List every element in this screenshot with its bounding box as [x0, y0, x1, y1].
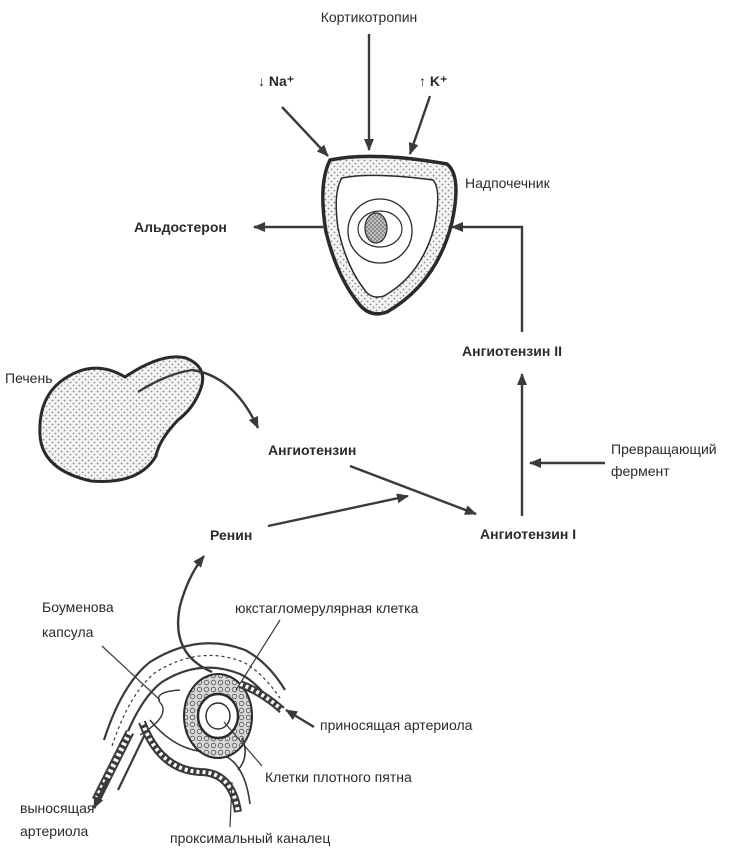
- label-corticotropin: Кортикотропин: [321, 9, 418, 25]
- arrow-angiotensin-ii-to-adrenal: [452, 227, 522, 332]
- label-adrenal: Надпочечник: [465, 175, 551, 191]
- label-converting-enzyme-line1: Превращающий: [611, 441, 717, 457]
- arrow-kidney-to-renin: [178, 556, 212, 672]
- arrow-renin: [268, 496, 408, 526]
- adrenal-core: [365, 213, 387, 243]
- arrow-afferent: [286, 710, 314, 727]
- label-proximal-tubule: проксимальный каналец: [170, 830, 330, 846]
- label-angiotensin-ii: Ангиотензин II: [462, 343, 562, 359]
- label-liver: Печень: [5, 370, 53, 386]
- label-bowman-line1: Боуменова: [42, 599, 114, 615]
- label-juxtaglomerular-cell: юкстагломерулярная клетка: [235, 600, 419, 616]
- label-efferent-line1: выносящая: [20, 800, 94, 816]
- arrow-potassium: [410, 96, 430, 154]
- arrow-sodium: [282, 107, 328, 156]
- liver-shape: [40, 357, 203, 482]
- label-efferent-line2: артериола: [20, 823, 89, 839]
- adrenal-gland: [323, 156, 456, 313]
- label-angiotensin-i: Ангиотензин I: [480, 526, 576, 542]
- label-converting-enzyme-line2: фермент: [611, 463, 670, 479]
- label-afferent-arteriole: приносящая артериола: [320, 717, 473, 733]
- label-renin: Ренин: [210, 527, 252, 543]
- arrow-angiotensinogen-to-angiotensin-i: [350, 466, 476, 514]
- label-sodium: ↓ Na⁺: [258, 73, 294, 89]
- label-potassium: ↑ K⁺: [419, 73, 447, 89]
- juxtaglomerular-apparatus: [96, 643, 285, 812]
- label-aldosterone: Альдостерон: [134, 219, 227, 235]
- label-macula-densa: Клетки плотного пятна: [265, 769, 412, 785]
- label-bowman-line2: капсула: [42, 624, 94, 640]
- label-angiotensinogen: Ангиотензин: [268, 442, 356, 458]
